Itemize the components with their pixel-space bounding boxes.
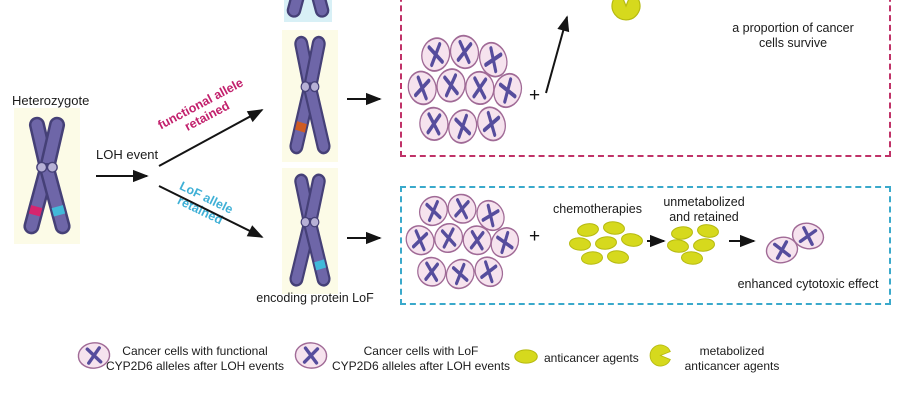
lof-cancer-cell-cluster — [404, 193, 520, 292]
lof-outcome-box — [400, 186, 891, 305]
lof-branch-label: LoF allele retained — [157, 172, 249, 236]
legend-functional-line2: CYP2D6 alleles after LOH events — [105, 359, 285, 373]
unmetabolized-line2: and retained — [669, 210, 739, 224]
legend-metabolized-line2: anticancer agents — [684, 359, 780, 373]
legend-metabolized-line1: metabolized — [699, 344, 765, 358]
heterozygote-chromosome — [21, 115, 73, 236]
plus-sign: + — [529, 226, 541, 247]
functional-branch-label: functional allele retained — [149, 72, 260, 149]
functional-allele-band — [28, 205, 43, 217]
metabolized-agent-icon — [611, 0, 641, 21]
lof-cancer-cell-icon — [292, 340, 330, 371]
lof-retained-chromosome — [288, 172, 332, 289]
legend-lof-cells: Cancer cells with LoF CYP2D6 alleles aft… — [325, 344, 517, 374]
metabolized-agent-icon — [649, 344, 671, 367]
functional-cancer-cell-cluster — [406, 34, 523, 147]
anticancer-agents-group — [568, 220, 644, 266]
unmetabolized-line1: unmetabolized — [663, 195, 745, 209]
chemotherapies-label: chemotherapies — [553, 202, 642, 216]
functional-result-label: a proportion of cancer cells survive — [712, 21, 874, 51]
unmetabolized-label: unmetabolized and retained — [650, 195, 758, 225]
lof-allele-band — [314, 259, 327, 271]
legend-metabolized-agents: metabolized anticancer agents — [676, 344, 788, 374]
retained-allele-band — [295, 121, 307, 133]
functional-retained-chromosome — [287, 34, 333, 156]
functional-result-line2: cells survive — [758, 36, 828, 50]
legend-functional-line1: Cancer cells with functional — [122, 344, 268, 358]
legend-lof-line2: CYP2D6 alleles after LOH events — [331, 359, 511, 373]
cropped-chromosome-panel — [284, 0, 332, 22]
lof-allele-band — [51, 205, 66, 217]
heterozygote-label: Heterozygote — [12, 93, 90, 108]
surviving-cell-pair — [762, 218, 828, 268]
encoding-protein-label: encoding protein LoF — [256, 291, 374, 305]
retained-agents-group — [666, 222, 720, 266]
functional-outcome-box — [400, 0, 891, 157]
legend-functional-cells: Cancer cells with functional CYP2D6 alle… — [104, 344, 286, 374]
cropped-chromosome — [285, 0, 331, 20]
legend-lof-line1: Cancer cells with LoF — [363, 344, 479, 358]
anticancer-agent-icon — [514, 349, 538, 364]
plus-sign: + — [529, 85, 541, 106]
functional-result-line1: a proportion of cancer — [732, 21, 854, 35]
lof-result-label: enhanced cytotoxic effect — [737, 277, 879, 291]
legend-anticancer-agents: anticancer agents — [544, 351, 639, 365]
loh-event-label: LOH event — [96, 147, 159, 162]
